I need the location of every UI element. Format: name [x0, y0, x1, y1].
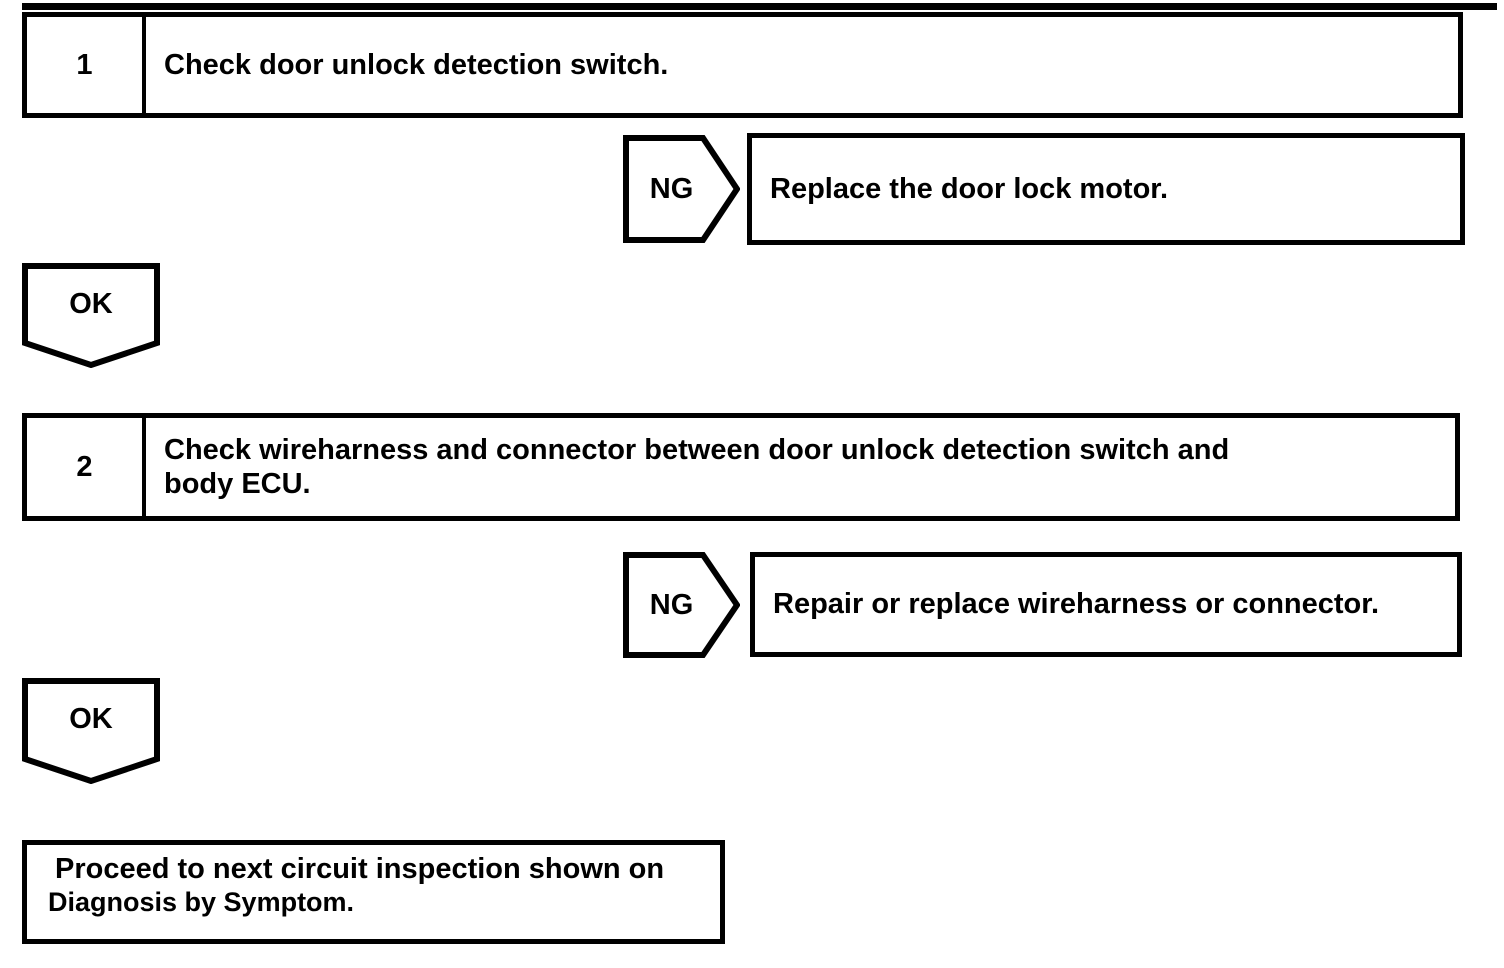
step-1-ng-label: NG: [649, 172, 694, 205]
step-1-ng-connector: NG: [623, 135, 740, 243]
ok-arrow-shape-icon: [22, 678, 160, 784]
step-1-ok-connector: OK: [22, 263, 160, 368]
step-1-ng-action-text: Replace the door lock motor.: [770, 172, 1169, 205]
step-2-ng-connector: NG: [623, 552, 740, 658]
step-1-instruction-text: Check door unlock detection switch.: [164, 49, 669, 81]
terminal-text-line2: Diagnosis by Symptom.: [48, 887, 355, 917]
step-1-ok-label: OK: [69, 287, 113, 320]
step-2-instruction: Check wireharness and connector between …: [146, 418, 1455, 516]
step-1-ng-action-box: Replace the door lock motor.: [747, 133, 1465, 245]
step-2-ng-action-box: Repair or replace wireharness or connect…: [750, 552, 1462, 657]
ok-arrow-shape-icon: [22, 263, 160, 368]
step-2-box: 2 Check wireharness and connector betwee…: [22, 413, 1460, 521]
step-1-box: 1 Check door unlock detection switch.: [22, 12, 1463, 118]
step-1-instruction: Check door unlock detection switch.: [146, 17, 1458, 113]
terminal-text-line1: Proceed to next circuit inspection shown…: [55, 853, 665, 885]
step-2-ng-action-text: Repair or replace wireharness or connect…: [773, 588, 1380, 620]
step-2-number: 2: [27, 418, 146, 516]
step-1-number: 1: [27, 17, 146, 113]
ng-arrow-shape-icon: [623, 552, 740, 658]
ng-arrow-shape-icon: [623, 135, 740, 243]
page-top-rule: [22, 3, 1497, 10]
terminal-box: Proceed to next circuit inspection shown…: [22, 840, 725, 944]
step-2-instruction-line2: body ECU.: [164, 468, 311, 500]
step-2-ok-label: OK: [69, 702, 113, 735]
step-2-instruction-line1: Check wireharness and connector between …: [164, 434, 1230, 466]
step-2-ng-label: NG: [649, 588, 694, 621]
step-2-ok-connector: OK: [22, 678, 160, 784]
